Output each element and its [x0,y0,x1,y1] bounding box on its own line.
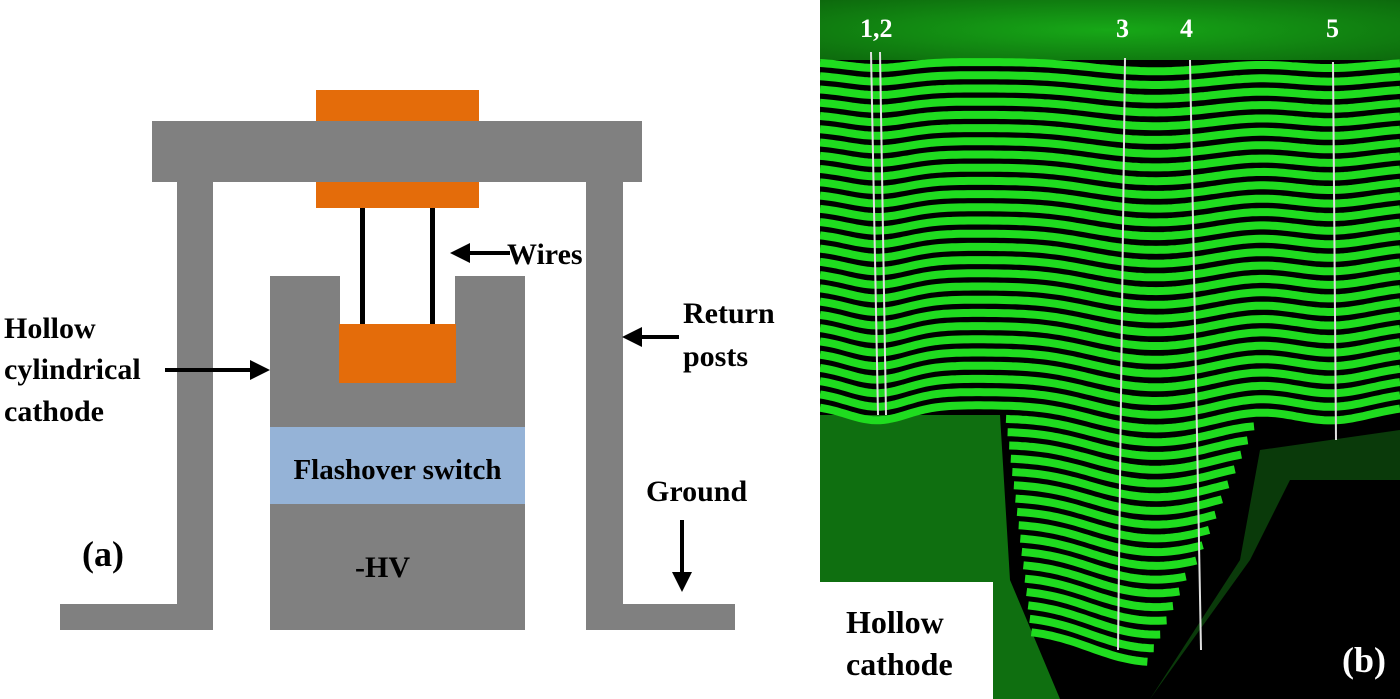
fringe-band [820,269,1400,296]
fringe-band [1007,428,1249,460]
fringe-band [820,322,1400,350]
return-posts-label-line2: posts [683,340,749,373]
fringe-band [1016,507,1211,543]
interferogram-image [820,0,1400,699]
wire-position-line [1189,59,1202,651]
wire-label-1-2: 1,2 [860,14,893,43]
right-foot [586,604,735,630]
right-return-post [586,182,623,630]
fringe-band [820,348,1400,378]
fringe-band [820,190,1400,213]
hollow-cathode-label-b-line1: Hollow [846,604,944,640]
fringe-band [1013,481,1223,515]
hv-base [270,504,525,630]
fringe-band [820,84,1400,103]
wire-left [360,208,365,326]
fringe-band [820,203,1400,227]
fringe-band [1020,534,1198,570]
wire-position-line [870,51,879,416]
hollow-cathode-label-box [820,582,993,699]
wire-position-line [1117,57,1126,651]
flashover-switch-label: Flashover switch [293,454,502,486]
fringe-band [820,308,1400,337]
fringe-band [1024,574,1174,612]
fringe-band [820,97,1400,117]
cathode-arrow-icon [165,360,270,380]
fringe-band [820,176,1400,199]
fringe-band [820,401,1400,433]
flashover-switch [270,427,525,504]
fringe-band [1029,614,1154,653]
wire-position-line [879,51,887,416]
ground-label: Ground [646,475,748,508]
fringe-band [1026,588,1167,625]
fringe-band [820,110,1400,131]
hollow-cathode-label-line2: cylindrical [4,353,141,386]
left-return-post [177,182,213,630]
fringe-band [820,137,1400,158]
hollow-cathode-label-b-line2: cathode [846,646,953,682]
left-foot [60,604,213,630]
fringe-band [820,242,1400,268]
fringe-band [820,256,1400,282]
fringe-band [820,150,1400,172]
fringe-band [820,216,1400,241]
wire-label-4: 4 [1180,14,1193,43]
fringe-band [820,374,1400,405]
wire-position-line [1332,61,1337,441]
hollow-cathode-label-line1: Hollow [4,312,96,345]
fringe-band [820,335,1400,364]
fringe-band [1018,521,1204,557]
fringe-band [820,229,1400,254]
arrows-layer [165,243,692,592]
top-crossbar [152,121,642,182]
top-noise-band [820,0,1400,60]
wire-right [430,208,435,326]
hv-label: -HV [355,551,410,584]
fringe-band [1021,547,1187,584]
return-posts-label-line1: Return [683,297,775,330]
hollow-cathode-label-line3: cathode [4,395,104,428]
fringe-band [820,163,1400,186]
fringe-band [1015,494,1217,529]
bottom-electrode [339,324,456,383]
wire-label-3: 3 [1116,14,1129,43]
fringe-band [820,124,1400,144]
fringe-band [820,71,1400,89]
panel-b-interferogram: 1,2 3 4 5 Hollow cathode (b) [820,0,1400,699]
fringe-band [1027,601,1161,639]
wire-label-5: 5 [1326,14,1339,43]
wires-arrow-icon [450,243,510,263]
fringe-band [1005,414,1255,447]
fringe-band [820,282,1400,309]
panel-a-label: (a) [82,534,124,574]
fringe-band [820,361,1400,392]
fringe-band [820,295,1400,323]
cathode-base [270,382,525,428]
fringe-band [1009,441,1242,474]
fringe-band [1030,628,1148,666]
ground-arrow-icon [672,520,692,592]
panel-b-label: (b) [1342,640,1386,680]
fringe-band [820,388,1400,419]
wires-label: Wires [507,238,583,271]
fringe-band [820,58,1400,76]
fringe-band [1023,561,1180,598]
return-posts-arrow-icon [622,327,679,347]
